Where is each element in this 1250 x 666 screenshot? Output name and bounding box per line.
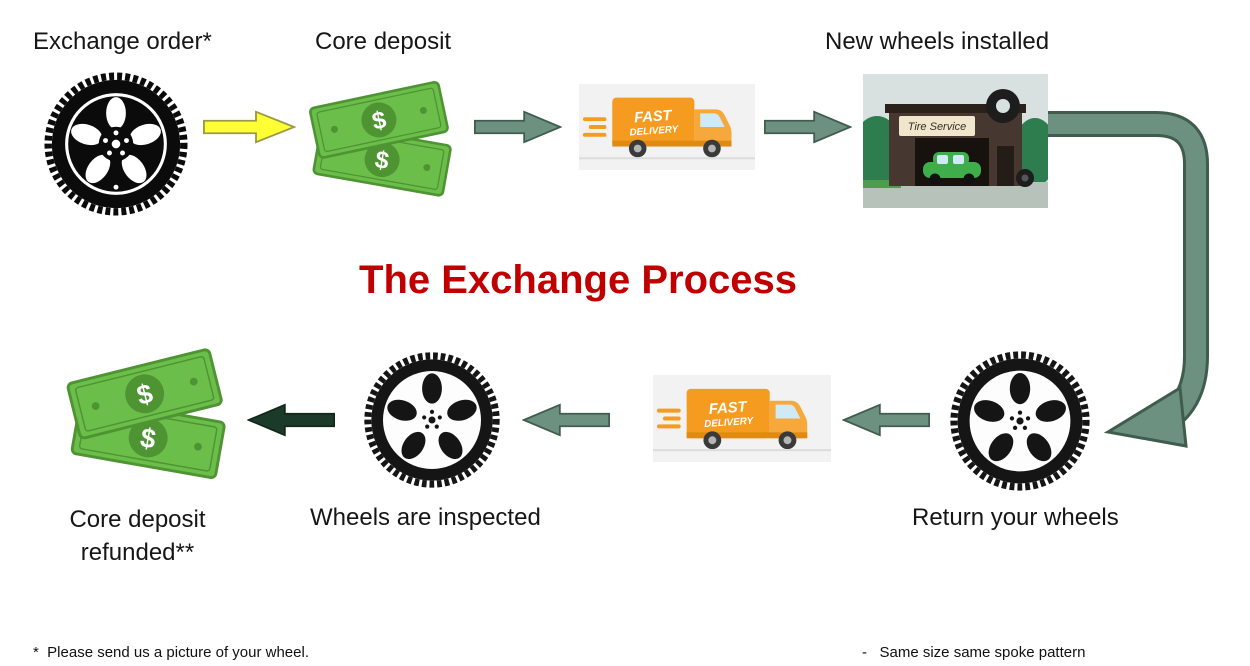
refund-money-icon: $ $ xyxy=(60,346,235,484)
delivery-truck-icon-return: FAST DELIVERY xyxy=(652,375,832,462)
label-exchange-order: Exchange order* xyxy=(33,28,212,55)
truck-text-fast: FAST xyxy=(708,399,749,418)
label-core-deposit-refunded: Core deposit refunded** xyxy=(30,503,245,569)
delivery-truck-icon-outbound: FAST DELIVERY xyxy=(578,84,756,170)
shop-sign-text: Tire Service xyxy=(908,121,967,133)
label-core-deposit-refunded-line2: refunded** xyxy=(80,539,195,566)
dollar-sign: $ xyxy=(134,377,156,411)
green-arrow-left-icon-1 xyxy=(522,403,610,437)
page-title: The Exchange Process xyxy=(359,258,797,302)
footnotes-left: * Please send us a picture of your wheel… xyxy=(33,595,309,666)
label-return-your-wheels: Return your wheels xyxy=(912,504,1119,531)
label-core-deposit-refunded-line1: Core deposit xyxy=(69,506,206,533)
inspected-wheel-icon xyxy=(362,350,502,490)
footnote-picture-of-wheel: * Please send us a picture of your wheel… xyxy=(33,644,309,661)
black-wheel-svg xyxy=(44,72,188,216)
label-core-deposit: Core deposit xyxy=(315,28,452,55)
truck-text-delivery: DELIVERY xyxy=(629,124,680,138)
label-new-wheels-installed: New wheels installed xyxy=(825,28,1050,55)
dollar-sign: $ xyxy=(138,422,158,455)
dark-green-arrow-icon xyxy=(247,403,335,437)
curved-arrow-icon xyxy=(1044,98,1244,458)
black-wheel-icon xyxy=(42,70,190,218)
footnotes-right: - Same size same spoke pattern - No chro… xyxy=(862,595,1152,666)
dollar-sign: $ xyxy=(373,146,391,175)
yellow-arrow-icon xyxy=(203,110,296,144)
green-arrow-icon-2 xyxy=(764,110,852,144)
truck-text-delivery: DELIVERY xyxy=(704,416,755,431)
green-arrow-left-icon-2 xyxy=(842,403,930,437)
dollar-sign: $ xyxy=(370,106,389,135)
footnote-same-size: - Same size same spoke pattern xyxy=(862,644,1086,661)
tire-shop-icon: Tire Service xyxy=(863,74,1048,208)
truck-text-fast: FAST xyxy=(634,108,673,127)
return-wheel-icon xyxy=(948,349,1092,493)
green-arrow-icon-1 xyxy=(474,110,562,144)
core-deposit-money-icon: $ $ xyxy=(293,80,470,198)
label-wheels-are-inspected: Wheels are inspected xyxy=(310,504,541,531)
